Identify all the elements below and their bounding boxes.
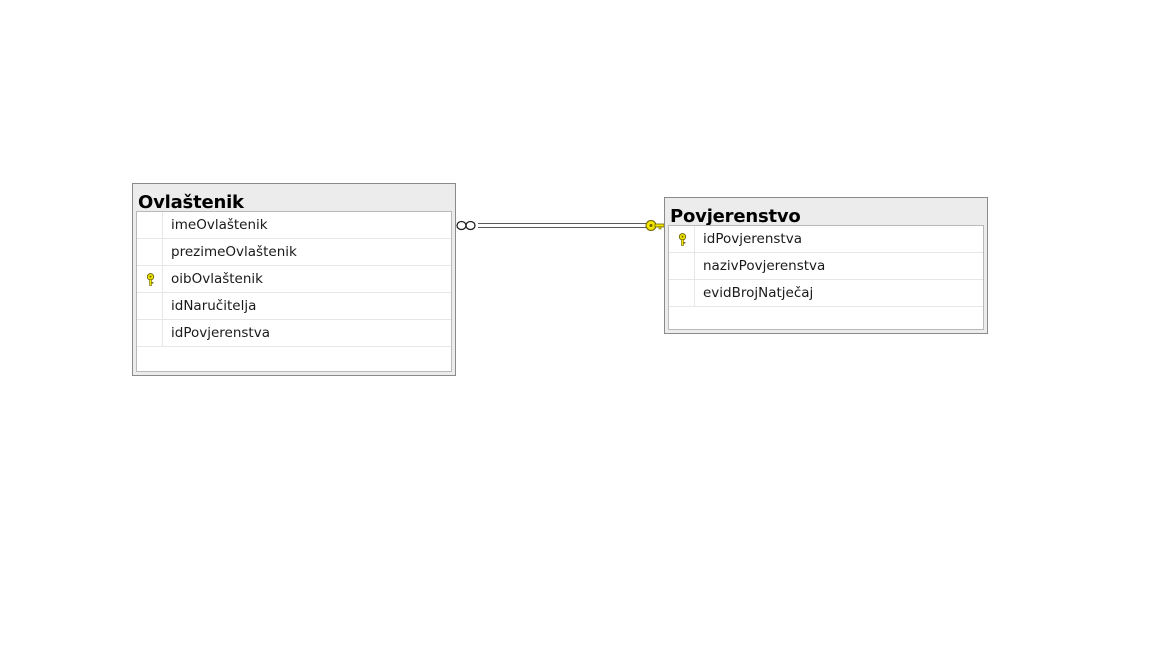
column-name: nazivPovjerenstva [703,258,826,274]
column-name: idPovjerenstva [703,231,802,247]
table-row[interactable]: oibOvlaštenik [137,266,451,293]
column-name: prezimeOvlaštenik [171,244,297,260]
table-title: Ovlaštenik [138,192,244,213]
row-selector[interactable] [137,320,163,346]
table-row[interactable]: evidBrojNatječaj [669,280,983,307]
key-icon [645,220,665,231]
row-selector[interactable] [669,280,695,306]
table-row[interactable]: idNaručitelja [137,293,451,320]
table-ovlastenik[interactable]: Ovlaštenik imeOvlaštenik prezimeOvlašten… [132,183,456,376]
column-name: idPovjerenstva [171,325,270,341]
table-row[interactable]: idPovjerenstva [669,226,983,253]
column-name: oibOvlaštenik [171,271,263,287]
column-name: evidBrojNatječaj [703,285,814,301]
table-columns: imeOvlaštenik prezimeOvlaštenik oibOvlaš… [136,211,452,372]
table-columns: idPovjerenstva nazivPovjerenstva evidBro… [668,225,984,330]
table-row[interactable]: prezimeOvlaštenik [137,239,451,266]
table-row[interactable]: nazivPovjerenstva [669,253,983,280]
table-title: Povjerenstvo [670,206,801,227]
row-selector[interactable] [137,239,163,265]
row-selector[interactable] [669,253,695,279]
table-row[interactable]: idPovjerenstva [137,320,451,347]
row-selector[interactable] [137,293,163,319]
table-povjerenstvo[interactable]: Povjerenstvo idPovjerenstva nazivPovjere… [664,197,988,334]
primary-key-icon [146,273,155,286]
table-row[interactable]: imeOvlaštenik [137,212,451,239]
primary-key-icon [678,233,687,246]
column-name: idNaručitelja [171,298,257,314]
row-selector[interactable] [137,212,163,238]
row-selector[interactable] [669,226,695,252]
row-selector[interactable] [137,266,163,292]
column-name: imeOvlaštenik [171,217,268,233]
infinity-icon [456,220,476,231]
